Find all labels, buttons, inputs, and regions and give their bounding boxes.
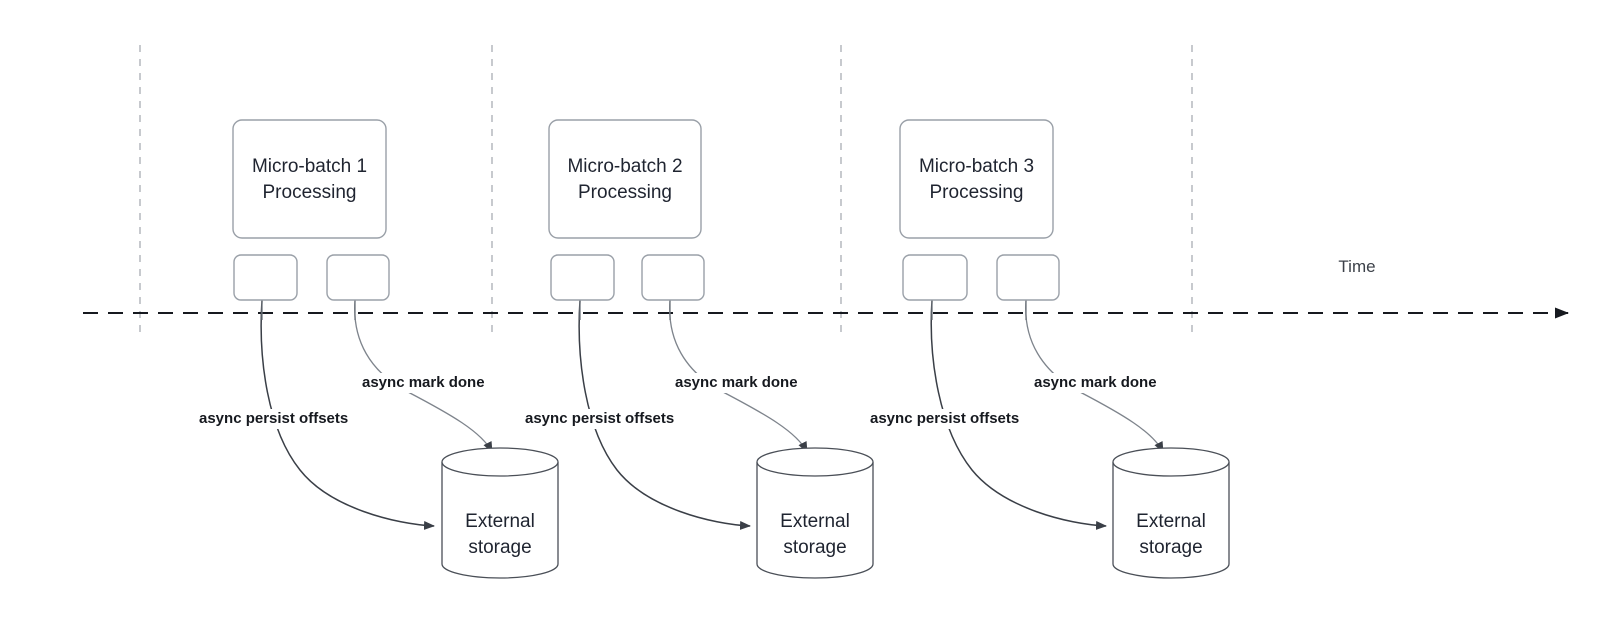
edge-label-persist-3-text: async persist offsets [870, 410, 1019, 427]
external-storage-label-2-line2: storage [783, 537, 846, 558]
edge-persist-offsets-1 [260, 299, 435, 530]
micro-batch-2-box[interactable] [548, 119, 702, 239]
edge-persist-offsets-2 [578, 299, 751, 530]
persist-offsets-task-box-3[interactable] [902, 254, 968, 301]
micro-batch-1-box[interactable] [232, 119, 387, 239]
cylinder-top-ellipse-1 [441, 447, 559, 477]
mark-done-task-box-2[interactable] [641, 254, 705, 301]
mark-done-task-box-1[interactable] [326, 254, 390, 301]
edge-label-persist-1-text: async persist offsets [199, 410, 348, 427]
edge-label-markdone-3: async mark done [1031, 373, 1171, 393]
micro-batch-3-label-line1: Micro-batch 3 [919, 156, 1034, 177]
external-storage-label-1-line2: storage [468, 537, 531, 558]
persist-offsets-task-box-1[interactable] [233, 254, 298, 301]
edge-label-markdone-1-text: async mark done [362, 374, 485, 391]
edge-label-markdone-1: async mark done [359, 373, 499, 393]
mark-done-task-box-3[interactable] [996, 254, 1060, 301]
cylinder-top-ellipse-3 [1112, 447, 1230, 477]
persist-offsets-task-box-2[interactable] [550, 254, 615, 301]
micro-batch-group-3: Micro-batch 3 Processing External storag… [867, 119, 1230, 579]
edge-label-markdone-3-text: async mark done [1034, 374, 1157, 391]
external-storage-label-3-line1: External [1136, 511, 1206, 532]
time-axis-label: Time [1338, 257, 1375, 276]
separator-group [139, 45, 1193, 338]
external-storage-2[interactable]: External storage [756, 447, 874, 579]
micro-batch-1-label-line1: Micro-batch 1 [252, 156, 367, 177]
cylinder-top-ellipse-2 [756, 447, 874, 477]
edge-label-persist-3: async persist offsets [867, 409, 1044, 429]
edge-label-markdone-2-text: async mark done [675, 374, 798, 391]
external-storage-1[interactable]: External storage [441, 447, 559, 579]
micro-batch-group-1: Micro-batch 1 Processing External storag… [196, 119, 559, 579]
external-storage-label-1-line1: External [465, 511, 535, 532]
edge-label-persist-2-text: async persist offsets [525, 410, 674, 427]
micro-batch-3-label-line2: Processing [930, 182, 1024, 203]
micro-batch-3-box[interactable] [899, 119, 1054, 239]
micro-batch-group-2: Micro-batch 2 Processing External storag… [522, 119, 874, 579]
edge-persist-offsets-3 [930, 299, 1107, 530]
external-storage-label-3-line2: storage [1139, 537, 1202, 558]
micro-batch-2-label-line2: Processing [578, 182, 672, 203]
edge-label-persist-1: async persist offsets [196, 409, 373, 429]
micro-batch-1-label-line2: Processing [263, 182, 357, 203]
edge-label-markdone-2: async mark done [672, 373, 812, 393]
external-storage-label-2-line1: External [780, 511, 850, 532]
external-storage-3[interactable]: External storage [1112, 447, 1230, 579]
edge-label-persist-2: async persist offsets [522, 409, 699, 429]
time-axis: Time [83, 257, 1569, 319]
micro-batch-2-label-line1: Micro-batch 2 [567, 156, 682, 177]
